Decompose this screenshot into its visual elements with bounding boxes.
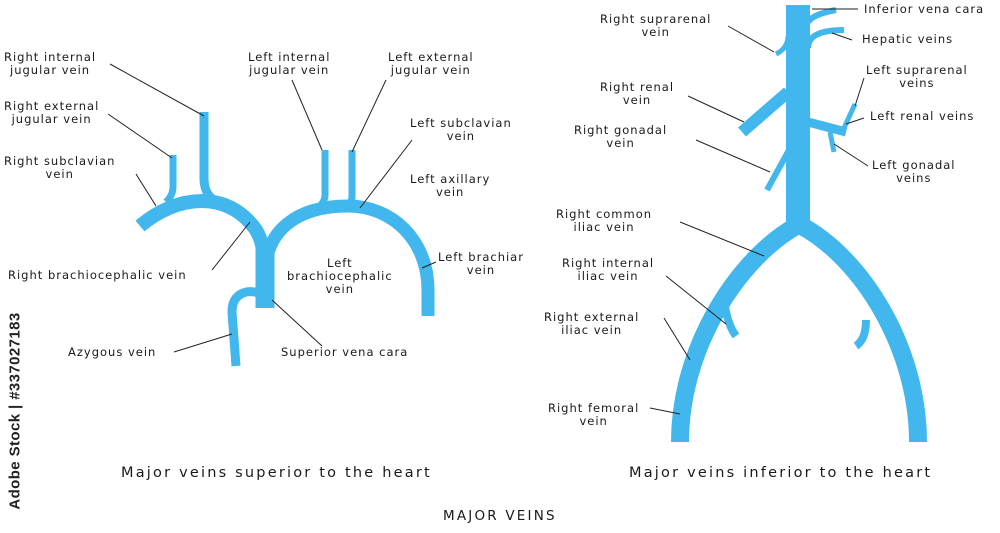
leader-right-external-jugular xyxy=(107,113,173,159)
label-left-axillary: Left axillary vein xyxy=(410,172,491,199)
leader-right-external-iliac xyxy=(663,317,691,361)
left-external-jugular-vessel xyxy=(341,150,356,213)
right-gonadal-vessel xyxy=(764,148,792,192)
caption-superior: Major veins superior to the heart xyxy=(121,465,432,481)
label-left-brachiar: Left brachiar vein xyxy=(438,250,524,277)
label-left-brachiocephalic: Left brachiocephalic vein xyxy=(287,256,393,296)
label-hepatic-veins: Hepatic veins xyxy=(862,32,954,46)
label-right-internal-jugular: Right internal jugular vein xyxy=(4,50,97,77)
leader-right-gonadal xyxy=(695,139,771,173)
label-right-internal-iliac: Right internal iliac vein xyxy=(562,256,655,283)
left-gonadal-vessel xyxy=(827,131,837,153)
left-femoral-vessel xyxy=(795,217,927,443)
label-right-renal: Right renal vein xyxy=(600,80,675,107)
label-left-internal-jugular: Left internal jugular vein xyxy=(248,50,331,77)
superior-veins xyxy=(135,112,435,367)
label-left-gonadal: Left gonadal veins xyxy=(872,158,956,185)
label-right-gonadal: Right gonadal vein xyxy=(574,123,668,150)
right-internal-iliac-vessel xyxy=(720,299,740,339)
right-femoral-vessel xyxy=(671,217,803,443)
leader-right-suprarenal xyxy=(727,25,775,53)
leader-left-subclavian xyxy=(359,139,413,209)
caption-main-title: MAJOR VEINS xyxy=(443,508,557,524)
label-right-common-iliac: Right common iliac vein xyxy=(556,207,653,234)
leader-superior-vena-cava xyxy=(271,299,323,347)
leader-left-gonadal xyxy=(833,143,869,167)
inferior-veins xyxy=(671,5,927,443)
label-left-suprarenal: Left suprarenal veins xyxy=(866,63,968,90)
right-suprarenal-vessel xyxy=(774,35,791,57)
leader-right-brachiocephalic xyxy=(211,221,251,271)
leader-azygous xyxy=(173,333,233,353)
right-subclavian-arc xyxy=(135,194,271,263)
stock-watermark-text: Adobe Stock | #337027183 xyxy=(6,312,24,510)
left-suprarenal-vessel xyxy=(841,102,858,130)
label-right-external-jugular: Right external jugular vein xyxy=(4,99,100,126)
leader-hepatic xyxy=(831,32,853,41)
leader-right-subclavian xyxy=(135,173,157,207)
leader-left-suprarenal xyxy=(854,77,865,107)
right-external-jugular-vessel xyxy=(163,155,177,205)
leader-right-internal-iliac xyxy=(665,275,727,325)
label-superior-vena-cava: Superior vena cara xyxy=(281,345,409,359)
label-right-external-iliac: Right external iliac vein xyxy=(544,310,640,337)
label-left-renal-veins: Left renal veins xyxy=(870,109,975,123)
label-left-external-jugular: Left external jugular vein xyxy=(388,50,474,77)
hepatic-vessel-1 xyxy=(803,7,837,40)
right-internal-jugular-vessel xyxy=(199,112,217,204)
leader-lines xyxy=(107,8,869,415)
caption-inferior: Major veins inferior to the heart xyxy=(629,465,933,481)
leader-right-common-iliac xyxy=(679,221,765,257)
left-internal-iliac-vessel xyxy=(853,319,870,350)
left-internal-jugular-vessel xyxy=(313,150,329,213)
label-right-brachiocephalic: Right brachiocephalic vein xyxy=(8,268,187,282)
leader-left-brachiar xyxy=(421,261,437,269)
leader-right-renal xyxy=(687,95,745,123)
label-right-femoral: Right femoral vein xyxy=(548,401,640,428)
leader-right-femoral xyxy=(649,407,681,415)
stock-watermark: Adobe Stock | #337027183 xyxy=(2,296,28,526)
label-left-subclavian: Left subclavian vein xyxy=(410,116,512,143)
left-renal-vessel xyxy=(806,117,848,137)
label-right-suprarenal: Right suprarenal vein xyxy=(600,12,712,39)
label-inferior-vena-cava: Inferior vena cara xyxy=(864,2,985,16)
leader-left-renal xyxy=(845,117,865,125)
label-azygous: Azygous vein xyxy=(68,345,157,359)
right-renal-vessel xyxy=(738,87,792,137)
azygous-vessel xyxy=(227,287,264,367)
leader-right-internal-jugular xyxy=(109,63,205,117)
hepatic-vessel-2 xyxy=(805,27,845,49)
leader-left-internal-jugular xyxy=(291,79,323,151)
label-right-subclavian: Right subclavian vein xyxy=(4,154,116,181)
leader-left-external-jugular xyxy=(351,79,387,153)
